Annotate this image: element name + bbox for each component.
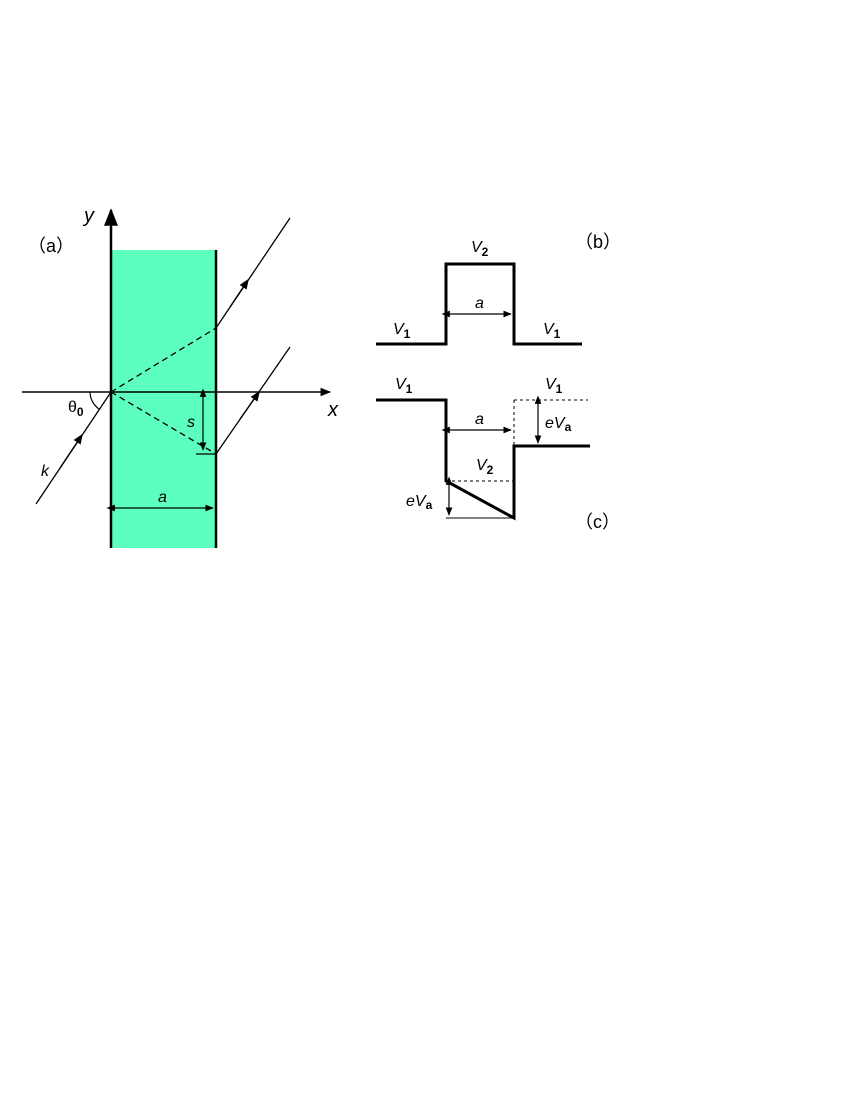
y-axis-label: y bbox=[82, 205, 95, 227]
reflected-path-up bbox=[110, 327, 217, 393]
angle-label: θ0 bbox=[68, 399, 84, 419]
barrier-width-label: a bbox=[475, 295, 484, 312]
v2-label-c: V2 bbox=[476, 457, 494, 477]
reflected-path-down bbox=[110, 391, 217, 455]
barrier-profile bbox=[376, 262, 582, 346]
width-label: a bbox=[158, 489, 167, 506]
panel-b: a V2 V1 V1 （b） bbox=[376, 232, 621, 346]
incident-ray-arrow bbox=[59, 433, 83, 469]
panel-a: y x （a） k θ0 s a bbox=[22, 205, 339, 548]
outgoing-ray-upper bbox=[215, 217, 291, 329]
shift-label: s bbox=[187, 414, 195, 431]
bias-right-label: eVa bbox=[545, 415, 572, 434]
v1-left-label-c: V1 bbox=[395, 376, 413, 396]
panel-c-tag: （c） bbox=[575, 512, 620, 532]
angle-arc bbox=[89, 391, 100, 410]
v2-label: V2 bbox=[471, 239, 489, 259]
panel-a-tag: （a） bbox=[28, 236, 74, 256]
slab bbox=[111, 250, 216, 548]
x-axis-label: x bbox=[327, 399, 339, 421]
well-width-label: a bbox=[475, 411, 484, 428]
panel-b-tag: （b） bbox=[575, 232, 621, 252]
outgoing-ray-upper-arrow bbox=[229, 278, 249, 308]
v1-right-label: V1 bbox=[543, 321, 561, 341]
v1-left-label: V1 bbox=[393, 321, 411, 341]
outgoing-ray-lower-arrow bbox=[239, 390, 261, 420]
bias-left-label: eVa bbox=[406, 493, 433, 512]
wave-vector-label: k bbox=[41, 463, 50, 480]
v1-right-label-c: V1 bbox=[545, 376, 563, 396]
panel-c: a eVa eVa V1 V1 V2 （c） bbox=[376, 376, 620, 532]
biased-profile-left bbox=[376, 398, 590, 521]
